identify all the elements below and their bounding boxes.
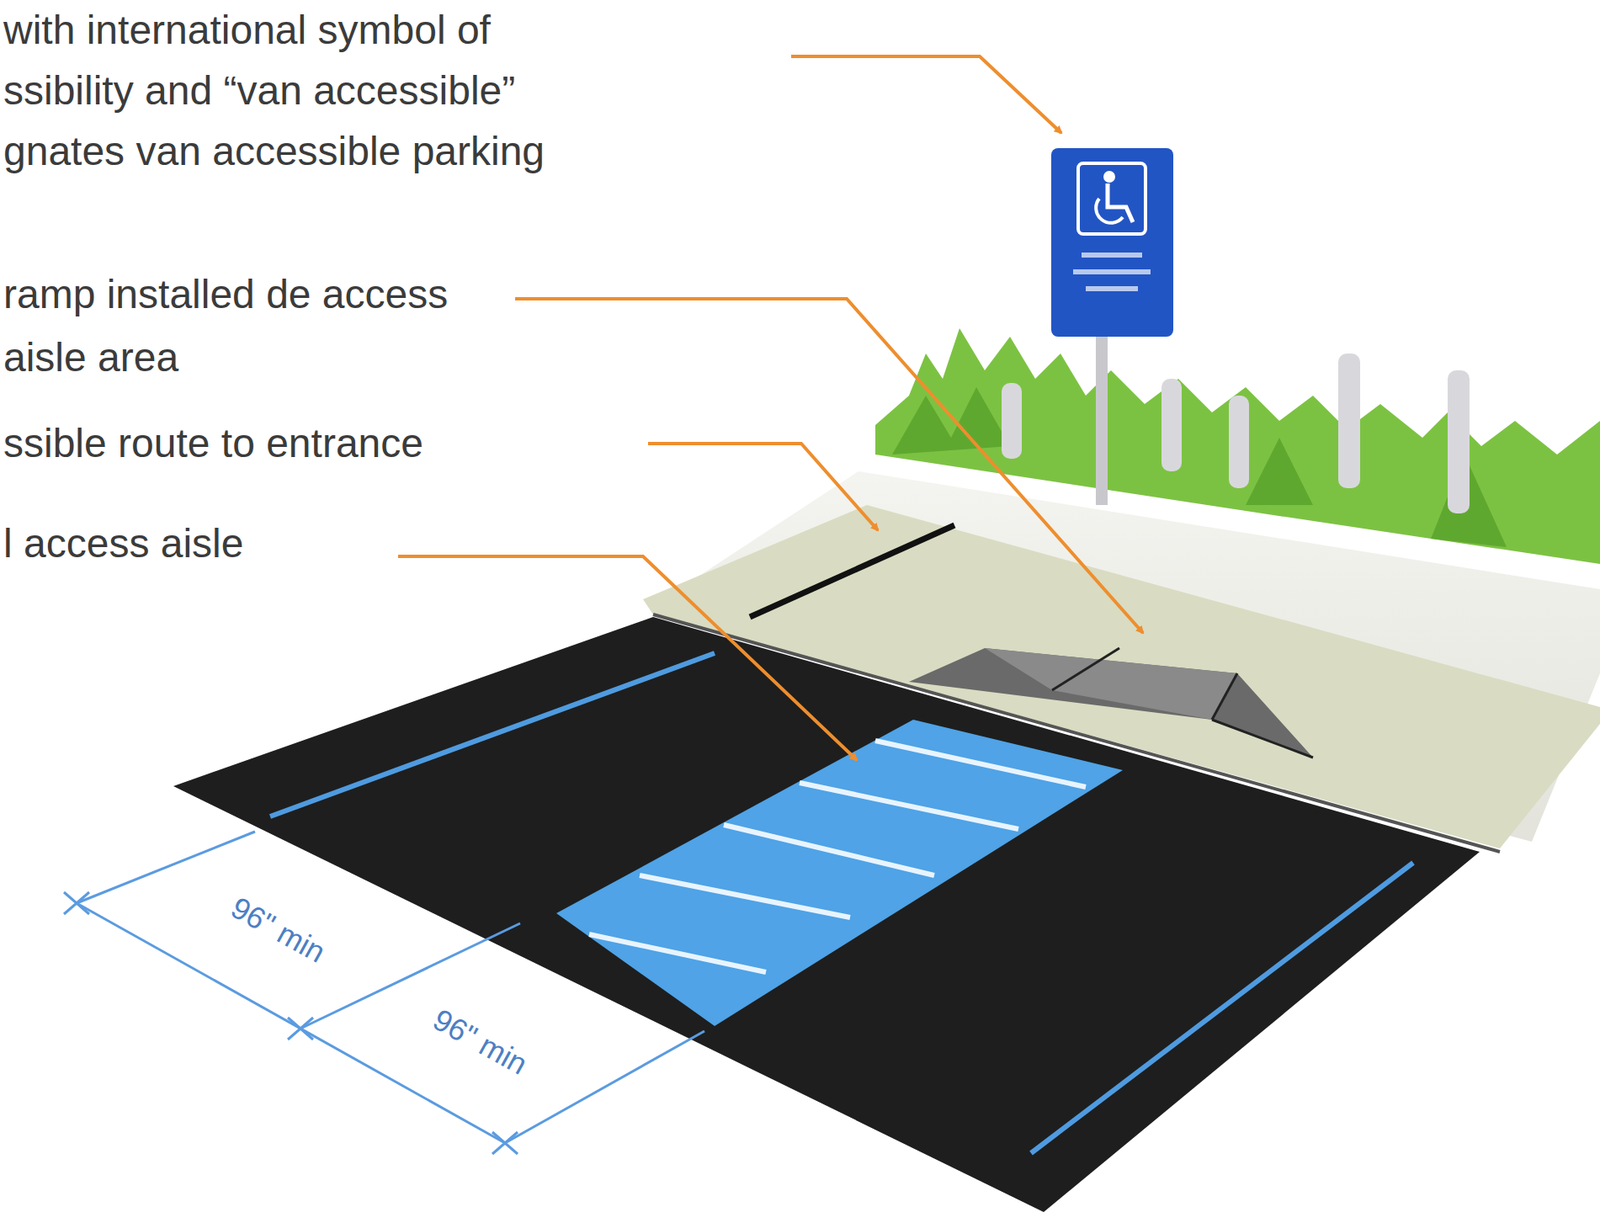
route-line (749, 525, 955, 617)
dimension-label: 96" min (423, 999, 536, 1084)
callout-label: ramp installed de access aisle area (3, 262, 458, 389)
stall-line (1031, 862, 1414, 1154)
accessible-parking-sign (1051, 148, 1174, 505)
curb-ramp (908, 648, 1313, 758)
dimension-label: 96" min (221, 887, 334, 972)
aisle-stripes (589, 740, 1086, 973)
dimension-lines (63, 831, 705, 1154)
callout-label: with international symbol of ssibility a… (3, 0, 593, 182)
callout-label: ssible route to entrance (3, 413, 424, 474)
landscaping (875, 328, 1600, 564)
access-aisle (556, 719, 1123, 1026)
callout-label: l access aisle (3, 513, 244, 575)
asphalt (173, 616, 1480, 1212)
stall-line (270, 653, 715, 817)
